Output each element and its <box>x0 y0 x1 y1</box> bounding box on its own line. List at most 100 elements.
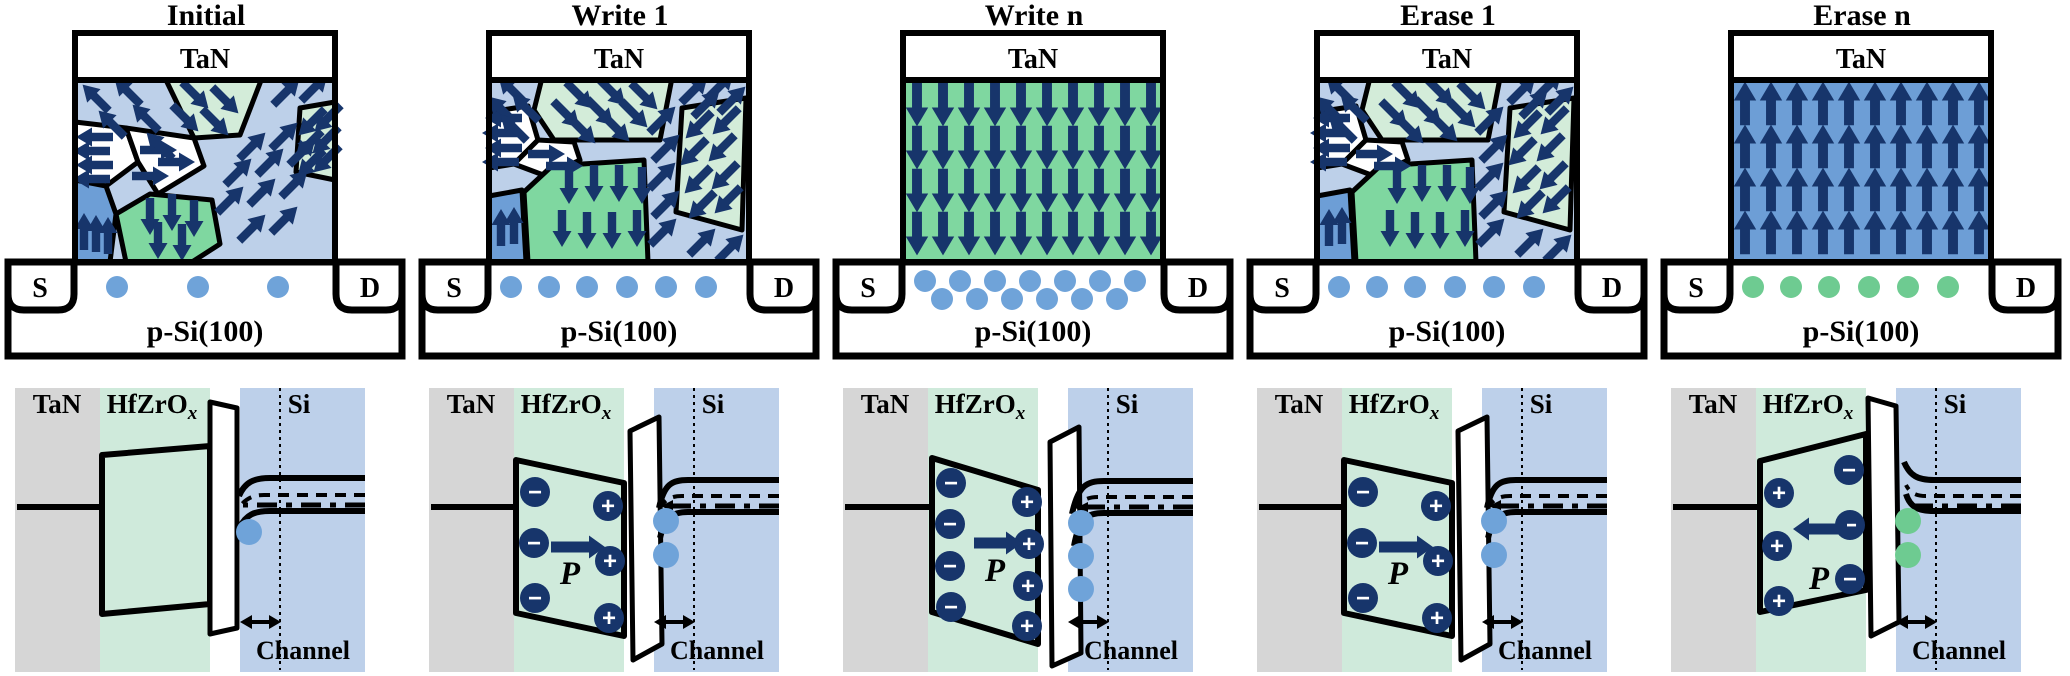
positive-charge <box>1014 529 1044 559</box>
source-label: S <box>860 273 876 304</box>
fermi-level-dashed <box>1074 495 1193 510</box>
polarization-arrow <box>73 141 110 161</box>
drain-label: D <box>1602 273 1622 304</box>
polarization-arrow <box>1009 82 1033 127</box>
conduction-band-edge <box>1901 460 2021 483</box>
drain-label: D <box>2016 273 2036 304</box>
conduction-band-edge <box>1484 477 1607 509</box>
channel-label: Channel <box>256 636 350 665</box>
polarization-arrow <box>1478 190 1508 220</box>
negative-charge <box>519 528 549 558</box>
charge-sign: + <box>1430 605 1444 632</box>
polarization-arrow <box>1941 81 1965 126</box>
charge-sign: − <box>527 530 541 557</box>
channel-carrier-dot <box>106 276 128 298</box>
polarization-arrow <box>114 78 144 108</box>
polarization-arrow <box>1087 125 1111 170</box>
polarization-arrow <box>563 79 593 109</box>
polarization-arrow <box>690 90 720 120</box>
polarization-arrow <box>1915 167 1939 212</box>
channel-carrier-dot <box>1124 270 1146 292</box>
polarization-arrow <box>1332 207 1352 244</box>
fermi-level-dashed <box>1487 494 1607 508</box>
hfzro-subscript: x <box>1015 403 1026 424</box>
polarization-arrow <box>1139 125 1163 170</box>
polarization-arrow <box>270 78 300 108</box>
polarization-arrow <box>1391 79 1421 109</box>
polarization-arrow <box>1967 210 1991 255</box>
polarization-arrow <box>1035 168 1059 213</box>
polarization-arrow <box>1113 211 1137 256</box>
polarization-arrow <box>1941 124 1965 169</box>
source-contact <box>4 258 78 314</box>
polarization-arrow <box>1113 125 1137 170</box>
ferroelectric-layer <box>900 77 1166 265</box>
charge-sign: − <box>1355 530 1369 557</box>
polarization-arrow <box>584 165 604 202</box>
negative-charge <box>1348 583 1378 613</box>
hfzro-subscript: x <box>187 403 198 424</box>
gate-label: TaN <box>1836 44 1886 75</box>
charge-sign: + <box>1772 480 1786 507</box>
positive-charge <box>594 603 624 633</box>
polarization-arrow <box>246 178 276 208</box>
polarization-arrow <box>1811 124 1835 169</box>
conduction-band-edge <box>1069 478 1193 515</box>
polarization-arrow <box>1863 124 1887 169</box>
channel-carrier-dot <box>1106 288 1128 310</box>
source-contact <box>1660 258 1734 314</box>
polarization-arrow <box>1460 167 1480 204</box>
polarization-arrow <box>600 112 630 142</box>
substrate-label: p-Si(100) <box>1389 315 1506 348</box>
polarization-arrow <box>627 210 647 247</box>
polarization-arrow <box>602 212 622 249</box>
polarization-arrow <box>1035 211 1059 256</box>
polarization-arrow <box>268 206 298 236</box>
negative-charge <box>935 509 965 539</box>
polarization-arrow <box>650 134 680 164</box>
valence-band-edge <box>1903 492 2021 514</box>
charge-sign: − <box>944 470 958 497</box>
interface-carrier-dot <box>1895 542 1921 568</box>
polarization-arrow <box>1009 168 1033 213</box>
charge-sign: + <box>603 548 617 575</box>
polarization-arrow <box>1087 211 1111 256</box>
polarization-label: P <box>559 556 581 592</box>
fermi-level-dashed <box>659 494 779 508</box>
channel-label: Channel <box>1498 636 1592 665</box>
charge-sign: + <box>1020 489 1034 516</box>
polarization-arrow <box>1544 86 1574 116</box>
polarization-arrow <box>686 228 716 258</box>
channel-carrier-dot <box>966 288 988 310</box>
ferroelectric-region-label: HfZrOx <box>935 389 1026 424</box>
negative-charge <box>935 551 965 581</box>
polarization-arrow <box>222 158 252 188</box>
polarization-arrow <box>931 82 955 127</box>
charge-sign: + <box>1431 548 1445 575</box>
channel-carrier-dot <box>695 276 717 298</box>
positive-charge <box>595 546 625 576</box>
channel-carrier-dot <box>187 276 209 298</box>
drain-label: D <box>360 273 380 304</box>
polarization-arrow <box>1455 210 1475 247</box>
polarization-arrow <box>708 132 738 162</box>
conduction-band-edge <box>236 475 365 498</box>
polarization-arrow <box>983 82 1007 127</box>
negative-charge <box>936 468 966 498</box>
polarization-arrow <box>957 168 981 213</box>
polarization-arrow <box>685 109 715 139</box>
polarization-arrow <box>1811 81 1835 126</box>
ferroelectric-layer <box>72 74 344 265</box>
negative-charge <box>520 583 550 613</box>
channel-carrier-dot <box>655 276 677 298</box>
hfzro-text: HfZrO <box>107 389 188 419</box>
polarization-arrow <box>716 86 746 116</box>
charge-sign: + <box>1020 613 1034 640</box>
gate-electrode <box>1314 30 1580 83</box>
polarization-arrow <box>1387 167 1407 204</box>
polarization-arrow <box>1087 168 1111 213</box>
interface-carrier-dot <box>1068 510 1094 536</box>
channel-arrowhead-right <box>1097 615 1109 629</box>
